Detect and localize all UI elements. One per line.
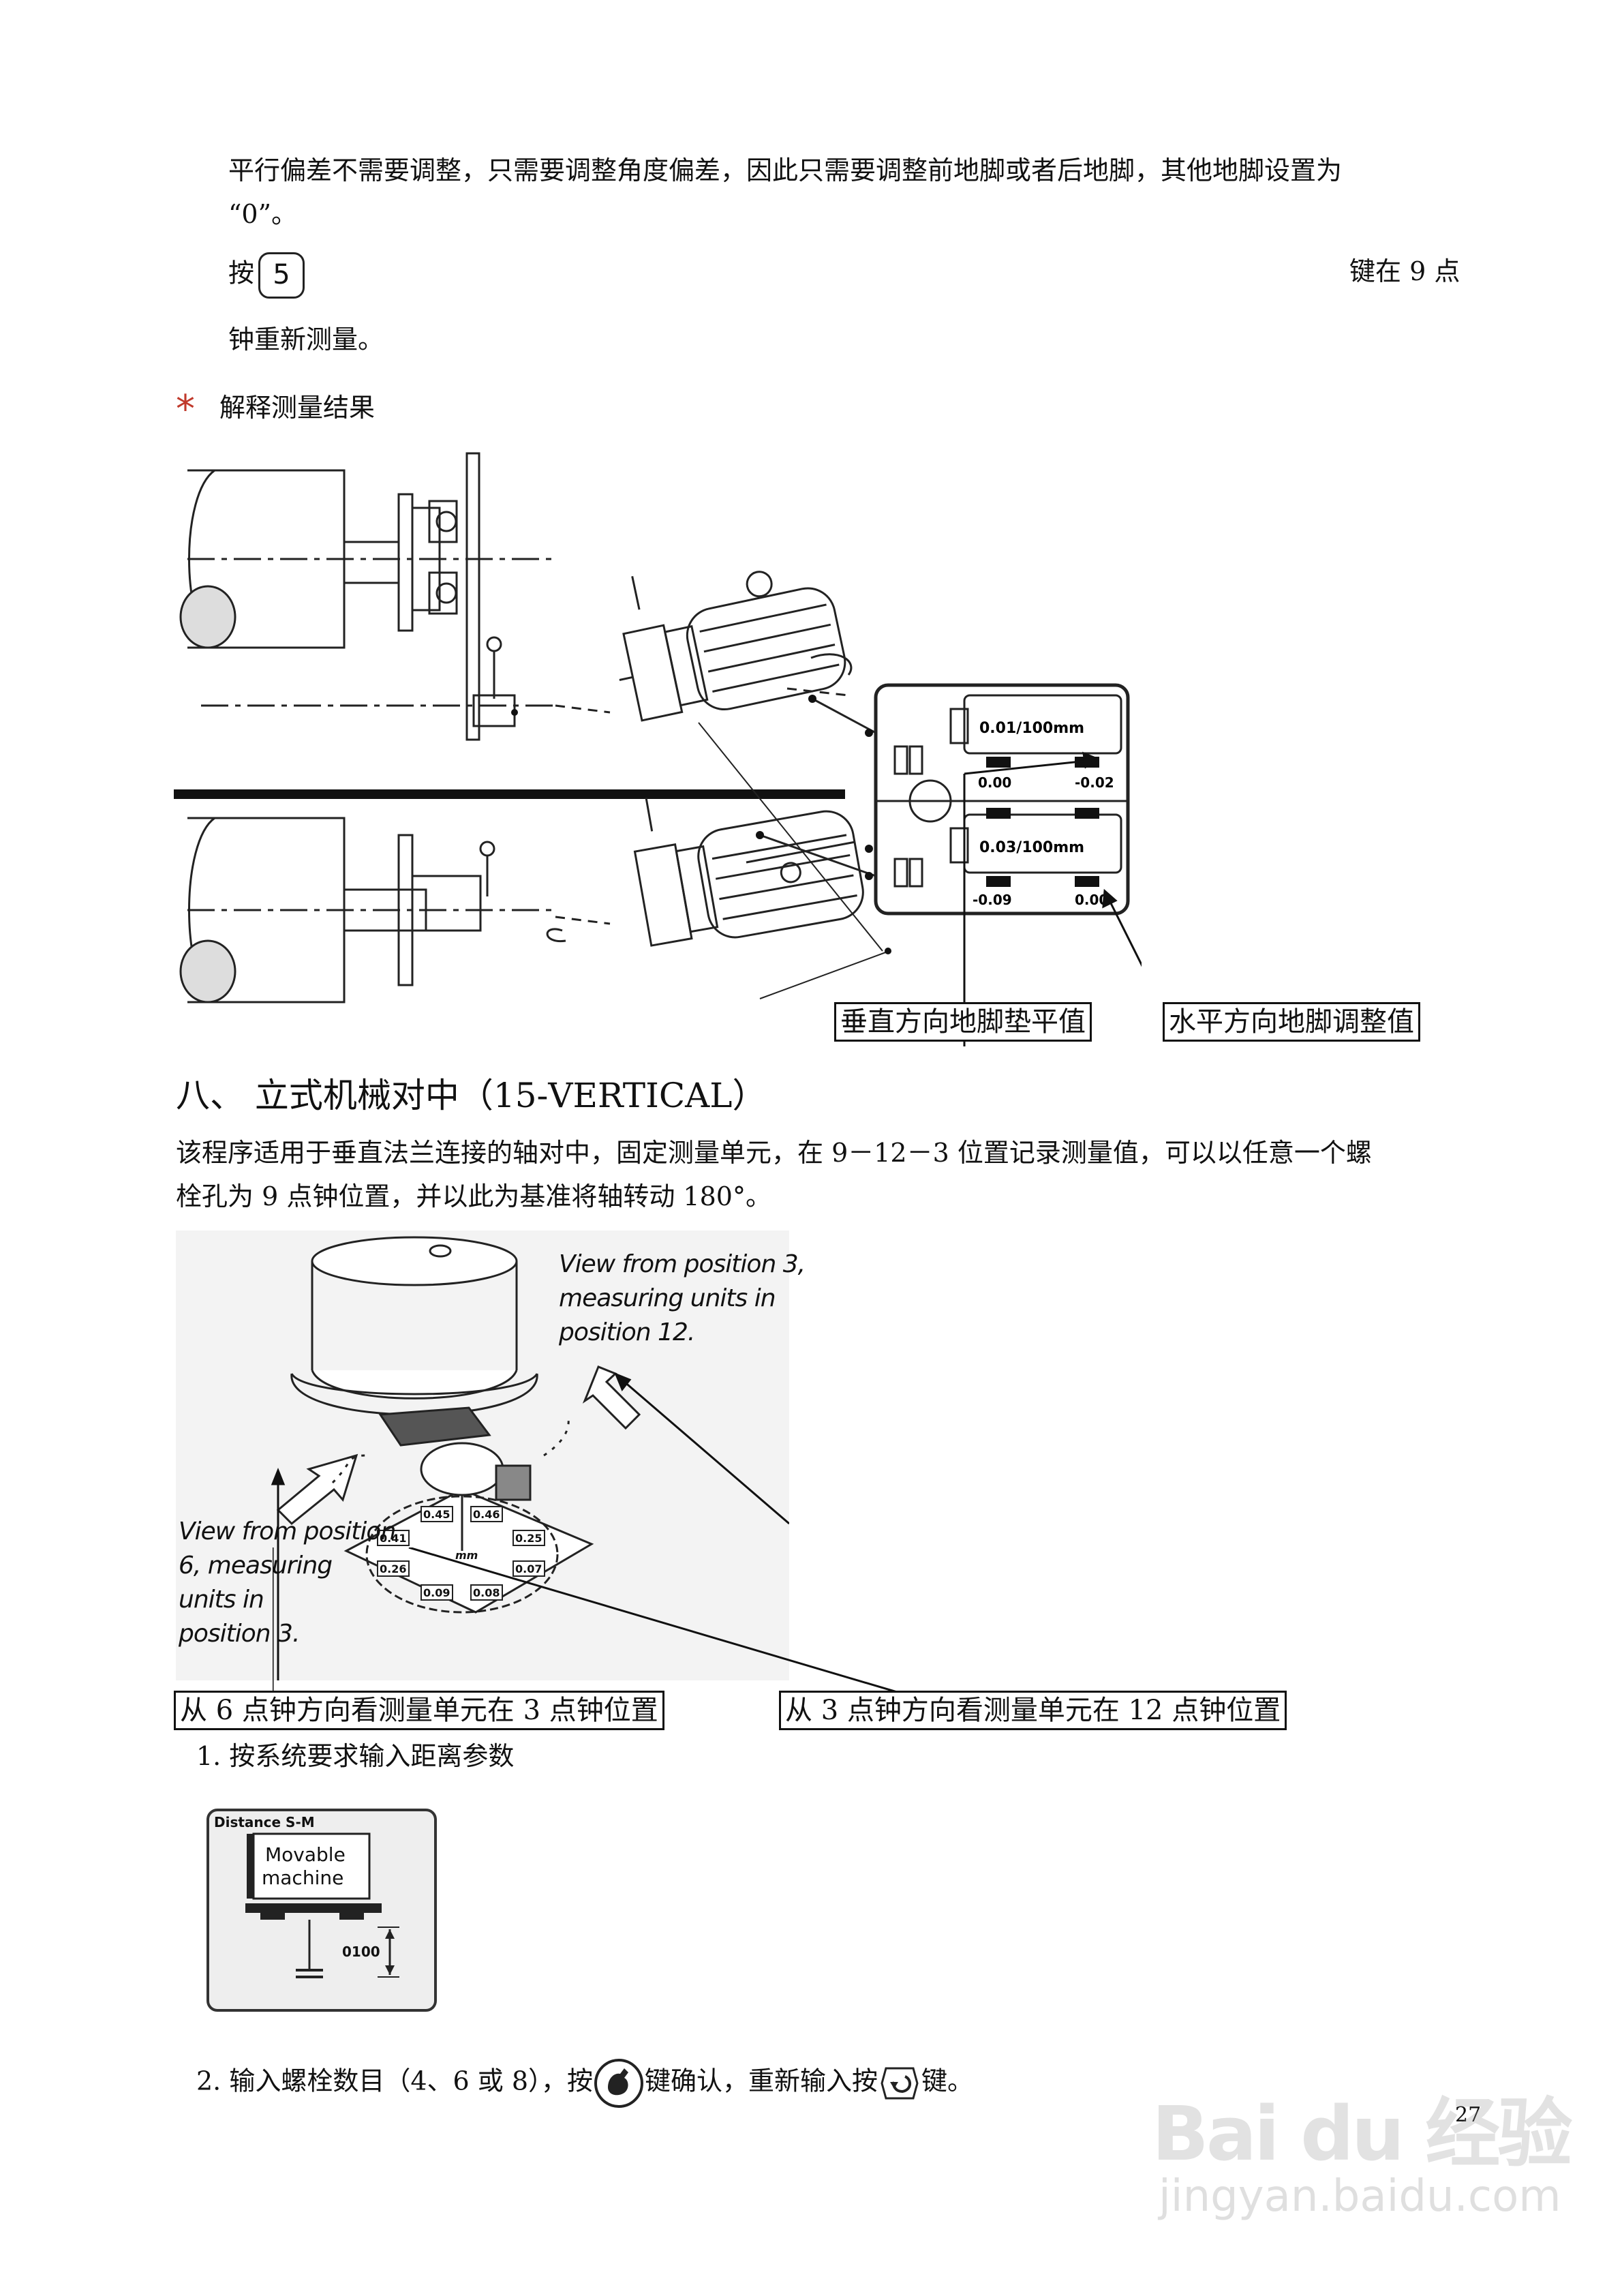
intro-press-suffix: 键在 9 点 — [1349, 256, 1460, 286]
caption-horizontal-adjust: 水平方向地脚调整值 — [1163, 1002, 1420, 1042]
label-view-from-6-line-4: position 3. — [179, 1620, 300, 1648]
figure-vertical-alignment: 0.45 0.46 0.41 0.25 0.26 0.07 0.09 0.08 … — [176, 1230, 790, 1680]
back-key-icon — [881, 2067, 919, 2100]
red-star-icon: * — [176, 387, 195, 432]
bolt-value-3: 0.41 — [380, 1532, 406, 1545]
label-view-from-3: View from position 3, measuring units in… — [559, 1248, 806, 1350]
section-8-desc-1: 该程序适用于垂直法兰连接的轴对中，固定测量单元，在 9－12－3 位置记录测量值… — [176, 1138, 1372, 1168]
bolt-value-6: 0.07 — [515, 1562, 542, 1575]
caption-vertical-shim: 垂直方向地脚垫平值 — [834, 1002, 1092, 1042]
distance-screen-drawing: Distance S-M Movable machine 0100 — [206, 1809, 437, 2012]
machine-label-line-1: Movable — [265, 1843, 346, 1866]
label-view-from-3-line-1: View from position 3, — [559, 1250, 806, 1278]
top-panel-left: 0.00 — [978, 774, 1011, 791]
bolt-value-8: 0.08 — [473, 1586, 500, 1599]
top-panel-value: 0.01/100mm — [979, 720, 1084, 737]
bottom-panel-value: 0.03/100mm — [979, 839, 1084, 856]
distance-value: 0100 — [342, 1944, 380, 1960]
machine-label-line-2: machine — [262, 1867, 343, 1889]
bolt-value-5: 0.26 — [380, 1562, 406, 1575]
bolt-value-4: 0.25 — [515, 1532, 542, 1545]
top-panel-right: -0.02 — [1075, 774, 1114, 791]
label-view-from-6-line-1: View from position — [179, 1517, 396, 1545]
bolt-value-2: 0.46 — [473, 1508, 500, 1521]
figure-1-drawing: 0.01/100mm 0.00 -0.02 0.03/100mm -0.09 0… — [174, 452, 1184, 1047]
bolt-value-7: 0.09 — [423, 1586, 450, 1599]
step-2: 2. 输入螺栓数目（4、6 或 8），按 键确认，重新输入按 键。 — [196, 2057, 973, 2109]
label-view-from-6: View from position 6, measuring units in… — [179, 1515, 396, 1651]
fig2-caption-connectors — [273, 1547, 928, 1702]
step-2-prefix: 2. 输入螺栓数目（4、6 或 8），按 — [196, 2066, 594, 2096]
caption-view-from-6: 从 6 点钟方向看测量单元在 3 点钟位置 — [174, 1691, 664, 1730]
figure-measurement-results: 0.01/100mm 0.00 -0.02 0.03/100mm -0.09 0… — [174, 447, 1184, 1087]
figure-distance-screen: Distance S-M Movable machine 0100 — [206, 1808, 438, 2012]
key-5-icon: 5 — [258, 252, 305, 299]
figure-2-drawing: 0.45 0.46 0.41 0.25 0.26 0.07 0.09 0.08 … — [176, 1230, 790, 1680]
step-2-mid: 键确认，重新输入按 — [645, 2066, 878, 2096]
watermark-logo: Bai du 经验 — [1152, 2090, 1572, 2177]
watermark-url: jingyan.baidu.com — [1159, 2171, 1561, 2222]
intro-line-2: “0”。 — [228, 199, 298, 229]
confirm-key-icon — [594, 2059, 644, 2108]
label-view-from-6-line-2: 6, measuring — [179, 1552, 333, 1580]
label-view-from-3-line-2: measuring units in — [559, 1284, 776, 1312]
center-unit: mm — [455, 1549, 478, 1562]
intro-line-1: 平行偏差不需要调整，只需要调整角度偏差，因此只需要调整前地脚或者后地脚，其他地脚… — [228, 155, 1343, 185]
caption-view-from-3: 从 3 点钟方向看测量单元在 12 点钟位置 — [779, 1691, 1287, 1730]
section-8-title: 八、 立式机械对中（15-VERTICAL） — [176, 1076, 767, 1115]
section-8-desc-2: 栓孔为 9 点钟位置，并以此为基准将轴转动 180°。 — [176, 1181, 771, 1211]
bottom-panel-left: -0.09 — [973, 892, 1012, 908]
intro-line-4: 钟重新测量。 — [228, 324, 384, 354]
page-number: 27 — [1455, 2103, 1482, 2127]
step-1: 1. 按系统要求输入距离参数 — [196, 1741, 515, 1771]
label-view-from-3-line-3: position 12. — [559, 1318, 695, 1346]
distance-screen-title: Distance S-M — [214, 1814, 315, 1830]
press-prefix: 按 — [228, 258, 255, 288]
bolt-value-1: 0.45 — [423, 1508, 450, 1521]
step-2-suffix: 键。 — [921, 2066, 974, 2096]
section-results-title: 解释测量结果 — [219, 393, 376, 423]
label-view-from-6-line-3: units in — [179, 1586, 264, 1614]
